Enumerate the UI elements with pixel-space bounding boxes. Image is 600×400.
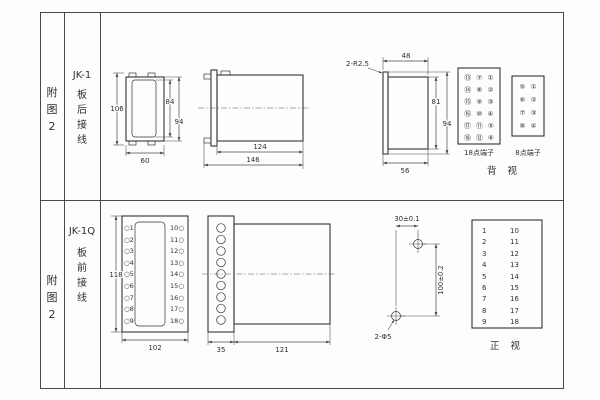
dim-rear-bottom-width: 56 [401, 167, 410, 175]
terminal8-row: ⑤ ① [519, 83, 536, 91]
fig-label-row1: 附 图 2 [46, 86, 58, 133]
terminal18-row: ⑮ ⑨ ③ [464, 98, 493, 106]
jk1-drawings: 106 84 94 60 124 [109, 52, 545, 177]
dim-front-total-height: 106 [110, 105, 124, 113]
terminal8-row: ⑥ ② [519, 96, 536, 104]
dim-rear-top-width: 48 [402, 52, 411, 60]
terminal18-row: ⑰ ⑪ ⑤ [464, 122, 494, 130]
dim-rear-outer-height: 94 [443, 120, 452, 128]
dim-front-cover-height: 84 [166, 98, 175, 106]
jk1q-front-view: 118 102 [108, 215, 189, 352]
dim-hole-offset: 30±0.1 [394, 215, 419, 223]
jk1-front-view: 106 84 94 60 [109, 72, 185, 165]
terminal18-row: ⑯ ⑩ ④ [464, 110, 493, 118]
jk1q-terminal-table: 正 视 [471, 219, 543, 352]
jk1q-drawings: 118 102 35 121 [108, 215, 543, 354]
fig-column-divider [64, 12, 65, 389]
dim-side-block-depth: 35 [217, 346, 226, 354]
dim-side-total-length: 146 [246, 156, 260, 164]
model-label-row2: JK-1Q [68, 226, 96, 237]
terminal8-row: ⑦ ③ [519, 109, 536, 117]
terminal8-row: ⑧ ④ [519, 122, 536, 130]
jk1-rear-view: 2-R2.5 48 81 94 56 [346, 52, 453, 175]
model-label-row1: JK-1 [72, 70, 92, 81]
view-caption-back: 背 视 [487, 165, 521, 177]
dim-front-body-height: 94 [175, 118, 184, 126]
dim-side-body-length: 121 [275, 346, 288, 354]
terminal8-caption: 8点端子 [515, 148, 540, 157]
dim-front-height: 118 [109, 271, 122, 279]
view-caption-front: 正 视 [490, 340, 524, 352]
front-view-left-terminals: ○1 ○2 ○3 ○4 ○5 ○6 ○7 ○8 ○9 [124, 224, 134, 325]
dim-hole-pitch: 100±0.2 [437, 265, 445, 294]
note-hole-diameter: 2-Φ5 [375, 333, 392, 341]
terminal-table-right-column: 10 11 12 13 14 15 16 17 18 [510, 227, 519, 327]
terminal18-caption: 18点端子 [464, 148, 494, 157]
label-column-divider [100, 12, 101, 389]
dim-front-width: 60 [141, 157, 150, 165]
front-view-right-terminals: 10○ 11○ 12○ 13○ 14○ 15○ 16○ 17○ 18○ [170, 224, 184, 325]
terminal18-row: ⑭ ⑧ ② [464, 86, 493, 94]
wiring-label-row1: 板 后 接 线 [77, 90, 87, 146]
terminal-table-left-column: 1 2 3 4 5 6 7 8 9 [482, 227, 487, 327]
jk1q-drilling-view: 30±0.1 100±0.2 2-Φ5 [375, 215, 445, 341]
note-slot-radius: 2-R2.5 [346, 60, 369, 68]
jk1-terminal-views: ⑬ ⑦ ① ⑭ ⑧ ② ⑮ ⑨ ③ ⑯ ⑩ ④ ⑰ ⑪ ⑤ ⑱ ⑫ ⑥ ⑤ ① … [457, 67, 545, 177]
dim-front-width: 102 [148, 344, 161, 352]
dim-side-body-length: 124 [253, 143, 267, 151]
dim-rear-inner-height: 81 [432, 98, 441, 106]
terminal18-row: ⑱ ⑫ ⑥ [464, 134, 494, 142]
fig-label-row2: 附 图 2 [46, 274, 58, 321]
terminal18-row: ⑬ ⑦ ① [464, 74, 493, 82]
jk1q-side-view: 35 121 [202, 215, 336, 354]
jk1-side-view: 124 146 [198, 69, 310, 169]
row-divider [40, 200, 564, 201]
wiring-label-row2: 板 前 接 线 [77, 248, 87, 304]
